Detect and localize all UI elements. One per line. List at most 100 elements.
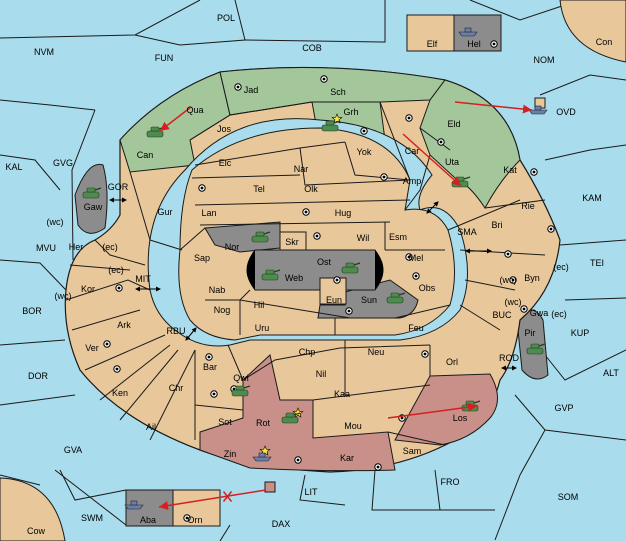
fleet-unit-icon[interactable] (124, 500, 144, 510)
region-label-olk[interactable]: Olk (304, 184, 318, 194)
army-unit-icon[interactable] (321, 120, 341, 132)
region-label-gor[interactable]: GOR (108, 182, 129, 192)
army-unit-icon[interactable] (261, 269, 281, 281)
region-label-neu[interactable]: Neu (368, 347, 385, 357)
region-label-nar[interactable]: Nar (294, 164, 309, 174)
region-label-gaw[interactable]: Gaw (84, 202, 103, 212)
region-label-wc1[interactable]: (wc) (47, 217, 64, 227)
region-label-uta[interactable]: Uta (445, 157, 459, 167)
region-label-mit[interactable]: MIT (135, 274, 151, 284)
region-label-chr[interactable]: Chr (169, 383, 184, 393)
region-label-ec2[interactable]: (ec) (553, 262, 569, 272)
region-label-wc3[interactable]: (wc) (55, 291, 72, 301)
region-label-ken[interactable]: Ken (112, 388, 128, 398)
region-label-bar[interactable]: Bar (203, 362, 217, 372)
region-label-gvg[interactable]: GVG (53, 158, 73, 168)
region-label-wil[interactable]: Wil (357, 233, 370, 243)
region-label-wc4[interactable]: (wc) (505, 297, 522, 307)
region-label-kal[interactable]: KAL (5, 162, 22, 172)
region-label-ver[interactable]: Ver (85, 343, 99, 353)
region-label-cob[interactable]: COB (302, 43, 322, 53)
region-label-lan[interactable]: Lan (201, 208, 216, 218)
region-label-eld[interactable]: Eld (447, 119, 460, 129)
region-label-tei[interactable]: TEI (590, 258, 604, 268)
region-label-fun[interactable]: FUN (155, 53, 174, 63)
region-label-can[interactable]: Can (137, 150, 154, 160)
region-label-obs[interactable]: Obs (419, 283, 436, 293)
region-label-ec3[interactable]: (ec) (108, 265, 124, 275)
region-label-ost[interactable]: Ost (317, 257, 332, 267)
region-label-rie[interactable]: Rie (521, 201, 535, 211)
region-label-gva[interactable]: GVA (64, 445, 82, 455)
region-label-sam[interactable]: Sam (403, 446, 422, 456)
region-label-chp[interactable]: Chp (299, 347, 316, 357)
region-label-feu[interactable]: Feu (408, 323, 424, 333)
region-label-kup[interactable]: KUP (571, 328, 590, 338)
region-label-web[interactable]: Web (285, 273, 303, 283)
region-label-alt[interactable]: ALT (603, 368, 619, 378)
region-label-hug[interactable]: Hug (335, 208, 352, 218)
region-label-nog[interactable]: Nog (214, 305, 231, 315)
region-label-ail[interactable]: Ail (146, 422, 156, 432)
region-label-elf[interactable]: Elf (427, 39, 438, 49)
region-label-bri[interactable]: Bri (492, 220, 503, 230)
region-label-uru[interactable]: Uru (255, 323, 270, 333)
region-label-los[interactable]: Los (453, 413, 468, 423)
region-label-bor[interactable]: BOR (22, 306, 42, 316)
region-label-pir[interactable]: Pir (525, 328, 536, 338)
region-label-nom[interactable]: NOM (534, 55, 555, 65)
army-unit-icon[interactable] (386, 292, 406, 304)
region-label-sot[interactable]: Sot (218, 417, 232, 427)
region-label-nab[interactable]: Nab (209, 285, 226, 295)
region-label-dor[interactable]: DOR (28, 371, 49, 381)
army-unit-icon[interactable] (341, 262, 361, 274)
region-label-gur[interactable]: Gur (157, 207, 172, 217)
region-label-eun[interactable]: Eun (326, 295, 342, 305)
region-label-nil[interactable]: Nil (316, 369, 327, 379)
region-label-pol[interactable]: POL (217, 13, 235, 23)
region-label-kor[interactable]: Kor (81, 284, 95, 294)
region-label-mou[interactable]: Mou (344, 421, 362, 431)
army-unit-icon[interactable] (82, 187, 102, 199)
region-label-mvu[interactable]: MVU (36, 243, 56, 253)
region-label-ec4[interactable]: (ec) (551, 309, 567, 319)
fleet-unit-icon[interactable] (458, 27, 478, 37)
region-label-orn[interactable]: Orn (187, 515, 202, 525)
region-label-amp[interactable]: Amp (403, 176, 422, 186)
region-label-ec1[interactable]: (ec) (102, 242, 118, 252)
region-label-dax[interactable]: DAX (272, 519, 291, 529)
region-label-byn[interactable]: Byn (524, 273, 540, 283)
region-label-rbu[interactable]: RBU (166, 326, 185, 336)
region-label-buc[interactable]: BUC (492, 310, 512, 320)
region-label-orl[interactable]: Orl (446, 357, 458, 367)
region-label-yok[interactable]: Yok (357, 147, 372, 157)
region-label-nvm[interactable]: NVM (34, 47, 54, 57)
fleet-unit-icon[interactable] (252, 452, 272, 462)
region-label-nor[interactable]: Nor (225, 242, 240, 252)
region-label-cow[interactable]: Cow (27, 526, 46, 536)
army-unit-icon[interactable] (526, 343, 546, 355)
region-label-hil[interactable]: Hil (254, 300, 265, 310)
region-label-wc2[interactable]: (wc) (500, 275, 517, 285)
region-label-sma[interactable]: SMA (457, 227, 477, 237)
region-label-sch[interactable]: Sch (330, 87, 346, 97)
region-label-rot[interactable]: Rot (256, 418, 271, 428)
region-label-kaa[interactable]: Kaa (334, 389, 350, 399)
region-label-sap[interactable]: Sap (194, 253, 210, 263)
region-label-grh[interactable]: Grh (343, 107, 358, 117)
region-label-kar[interactable]: Kar (340, 453, 354, 463)
region-label-qua[interactable]: Qua (186, 105, 203, 115)
region-label-skr[interactable]: Skr (285, 237, 299, 247)
region-label-gwa[interactable]: Gwa (530, 308, 549, 318)
region-label-mel[interactable]: Mel (409, 253, 424, 263)
region-label-lit[interactable]: LIT (304, 487, 318, 497)
region-label-ovd[interactable]: OVD (556, 107, 576, 117)
region-label-swm[interactable]: SWM (81, 513, 103, 523)
army-unit-icon[interactable] (231, 385, 251, 397)
region-label-con[interactable]: Con (596, 37, 613, 47)
region-label-rod[interactable]: ROD (499, 353, 520, 363)
region-label-som[interactable]: SOM (558, 492, 579, 502)
region-label-fro[interactable]: FRO (441, 477, 460, 487)
region-label-tel[interactable]: Tel (253, 184, 265, 194)
army-unit-icon[interactable] (281, 412, 301, 424)
